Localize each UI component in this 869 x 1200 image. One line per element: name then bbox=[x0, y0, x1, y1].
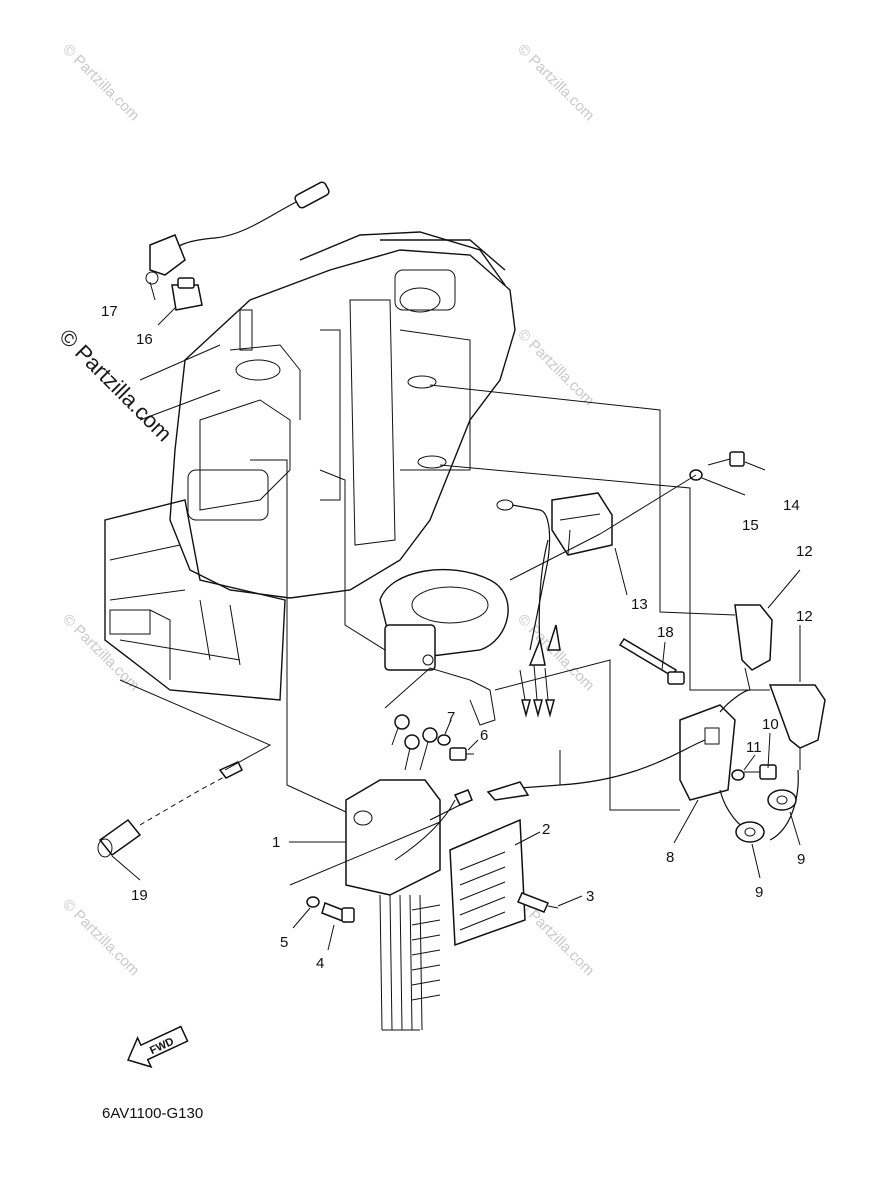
watermark-prominent: © Partzilla.com bbox=[54, 324, 177, 447]
callout-3: 3 bbox=[586, 888, 594, 905]
callout-19: 19 bbox=[131, 887, 148, 904]
part-16-sensor bbox=[171, 277, 203, 311]
diagram-code: 6AV1100-G130 bbox=[102, 1105, 203, 1122]
part-10-bolt bbox=[744, 764, 777, 780]
part-13-rectifier bbox=[496, 492, 613, 651]
part-12-plug-cap-lower bbox=[768, 684, 826, 770]
callout-17: 17 bbox=[101, 303, 118, 320]
watermark: © Partzilla.com bbox=[514, 326, 597, 409]
callout-6: 6 bbox=[480, 727, 488, 744]
callout-11: 11 bbox=[746, 739, 762, 756]
callout-7: 7 bbox=[447, 709, 455, 726]
watermark: © Partzilla.com bbox=[59, 611, 142, 694]
engine-block bbox=[139, 231, 516, 599]
callout-14: 14 bbox=[783, 497, 800, 514]
watermark: © Partzilla.com bbox=[59, 41, 142, 124]
connector-leads bbox=[519, 624, 561, 718]
callout-12-upper: 12 bbox=[796, 543, 813, 560]
part-2-terminal-block bbox=[449, 818, 526, 947]
part-19-connector bbox=[97, 761, 244, 858]
callout-9-left: 9 bbox=[755, 884, 763, 901]
callout-18: 18 bbox=[657, 624, 674, 641]
watermark: © Partzilla.com bbox=[514, 41, 597, 124]
lower-frame bbox=[104, 499, 286, 701]
callout-5: 5 bbox=[280, 934, 288, 951]
callout-10: 10 bbox=[762, 716, 779, 733]
callout-4: 4 bbox=[316, 955, 324, 972]
callout-1: 1 bbox=[272, 834, 280, 851]
part-8-ignition-coil bbox=[486, 689, 799, 841]
fwd-label: FWD bbox=[148, 1036, 176, 1057]
part-17-sensor-lead bbox=[145, 181, 330, 285]
part-9-grommet-left bbox=[735, 821, 765, 843]
part-4-bolt bbox=[321, 902, 355, 923]
part-5-washer bbox=[306, 896, 320, 908]
part-18-cable-tie bbox=[618, 637, 685, 685]
watermark: © Partzilla.com bbox=[59, 896, 142, 979]
part-9-grommet-right bbox=[767, 789, 797, 811]
callout-numbers: 1 2 3 4 5 6 7 8 9 9 10 11 12 12 13 14 15… bbox=[101, 303, 813, 972]
callout-leaders bbox=[111, 281, 801, 951]
callout-16: 16 bbox=[136, 331, 153, 348]
callout-13: 13 bbox=[631, 596, 648, 613]
callout-2: 2 bbox=[542, 821, 550, 838]
reference-lines bbox=[119, 384, 770, 886]
callout-9-right: 9 bbox=[797, 851, 805, 868]
watermark: © Partzilla.com bbox=[514, 896, 597, 979]
part-11-washer bbox=[731, 769, 745, 781]
callout-12-lower: 12 bbox=[796, 608, 813, 625]
part-1-cdi-unit bbox=[345, 779, 473, 896]
part-14-bolt bbox=[707, 451, 745, 467]
stator-assembly bbox=[379, 568, 509, 726]
wire-harness bbox=[379, 894, 441, 1031]
ring-terminals bbox=[391, 714, 438, 771]
part-12-plug-cap-upper bbox=[734, 604, 773, 691]
fwd-arrow-icon: FWD bbox=[126, 1025, 189, 1069]
callout-8: 8 bbox=[666, 849, 674, 866]
callout-15: 15 bbox=[742, 517, 759, 534]
part-3-screw bbox=[516, 892, 559, 913]
part-7-washer bbox=[437, 734, 451, 746]
part-6-bolt bbox=[449, 747, 474, 761]
